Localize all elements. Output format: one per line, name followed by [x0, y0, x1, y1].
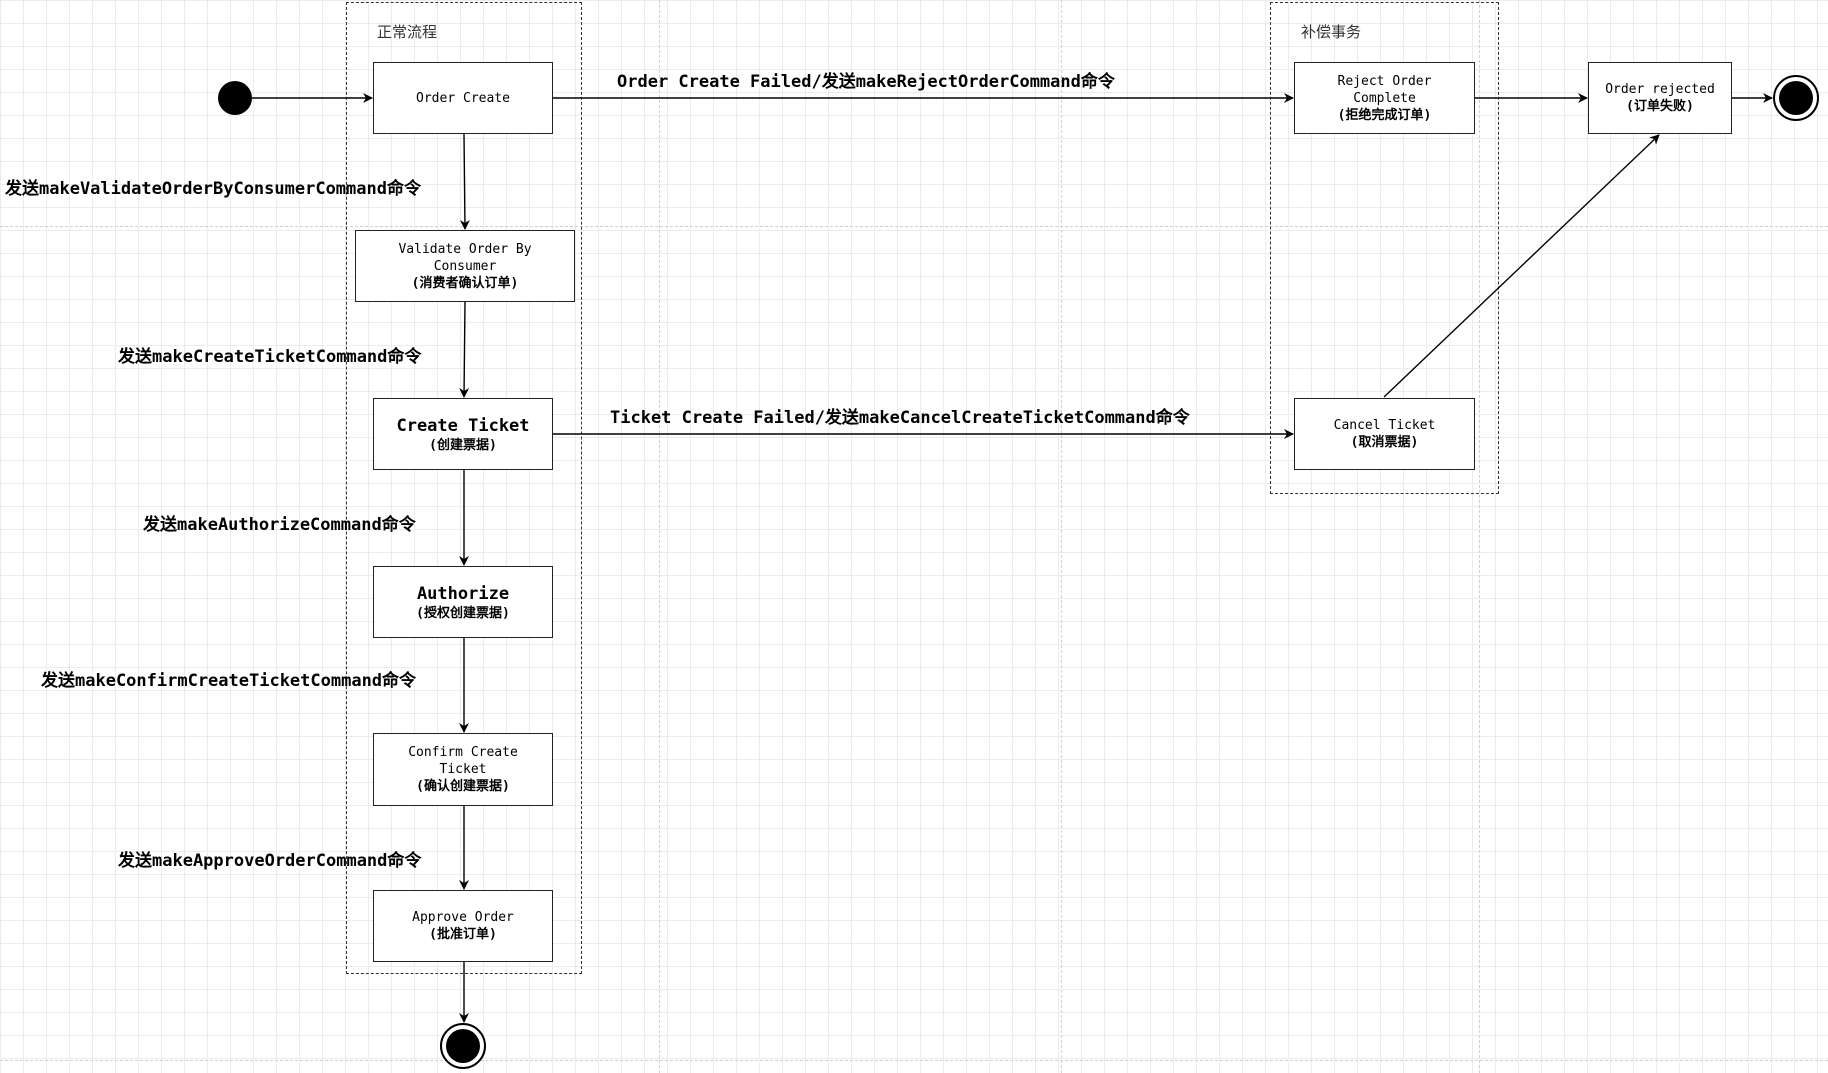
edge-label-authorize: 发送makeAuthorizeCommand命令: [143, 515, 416, 535]
grid-line: [659, 0, 660, 1073]
grid-line: [0, 226, 1828, 227]
approve-order-node[interactable]: Approve Order (批准订单): [373, 890, 553, 962]
confirm-ticket-subtitle: (确认创建票据): [416, 779, 510, 794]
edge-cancel-to-rejected: [1383, 134, 1660, 398]
cancel-ticket-title: Cancel Ticket: [1333, 418, 1436, 433]
edge-validate-to-ticket: [459, 301, 470, 398]
edge-order-to-validate: [459, 133, 470, 230]
edge-label-order-failed: Order Create Failed/发送makeRejectOrderCom…: [617, 72, 1115, 92]
validate-order-node[interactable]: Validate Order By Consumer (消费者确认订单): [355, 230, 575, 302]
reject-order-subtitle: (拒绝完成订单): [1337, 107, 1432, 123]
confirm-ticket-node[interactable]: Confirm Create Ticket (确认创建票据): [373, 733, 553, 806]
order-create-node[interactable]: Order Create: [373, 62, 553, 134]
edge-label-validate: 发送makeValidateOrderByConsumerCommand命令: [5, 179, 421, 199]
reject-order-title: Reject Order Complete: [1337, 73, 1432, 106]
create-ticket-subtitle: (创建票据): [429, 437, 497, 453]
end-node-right-inner: [1779, 81, 1813, 115]
grid-line: [1479, 0, 1480, 1073]
order-rejected-subtitle: (订单失败): [1626, 99, 1694, 114]
normal-flow-title: 正常流程: [377, 23, 438, 41]
edge-label-ticket-failed: Ticket Create Failed/发送makeCancelCreateT…: [610, 408, 1190, 428]
start-node: [218, 81, 252, 115]
edge-label-approve: 发送makeApproveOrderCommand命令: [118, 851, 422, 871]
approve-order-subtitle: (批准订单): [429, 927, 497, 942]
grid-line: [0, 1060, 1828, 1061]
confirm-ticket-title: Confirm Create Ticket: [408, 745, 518, 777]
authorize-subtitle: (授权创建票据): [416, 605, 510, 621]
edge-label-confirm: 发送makeConfirmCreateTicketCommand命令: [41, 671, 417, 691]
authorize-title: Authorize: [416, 583, 510, 604]
end-node-bottom-inner: [446, 1029, 480, 1063]
authorize-node[interactable]: Authorize (授权创建票据): [373, 566, 553, 638]
order-rejected-node[interactable]: Order rejected (订单失败): [1588, 62, 1732, 134]
edge-label-create-ticket: 发送makeCreateTicketCommand命令: [118, 347, 422, 367]
cancel-ticket-node[interactable]: Cancel Ticket (取消票据): [1294, 398, 1475, 470]
create-ticket-title: Create Ticket: [396, 415, 530, 436]
grid-line: [1061, 0, 1062, 1073]
create-ticket-node[interactable]: Create Ticket (创建票据): [373, 398, 553, 470]
cancel-ticket-subtitle: (取消票据): [1350, 435, 1419, 450]
reject-order-node[interactable]: Reject Order Complete (拒绝完成订单): [1294, 62, 1475, 134]
approve-order-title: Approve Order: [412, 910, 514, 925]
order-create-title: Order Create: [416, 90, 510, 106]
compensation-title: 补偿事务: [1301, 23, 1362, 41]
validate-order-subtitle: (消费者确认订单): [411, 275, 519, 291]
validate-order-title: Validate Order By Consumer: [398, 241, 532, 274]
compensation-group[interactable]: 补偿事务: [1270, 2, 1499, 494]
order-rejected-title: Order rejected: [1605, 82, 1715, 97]
